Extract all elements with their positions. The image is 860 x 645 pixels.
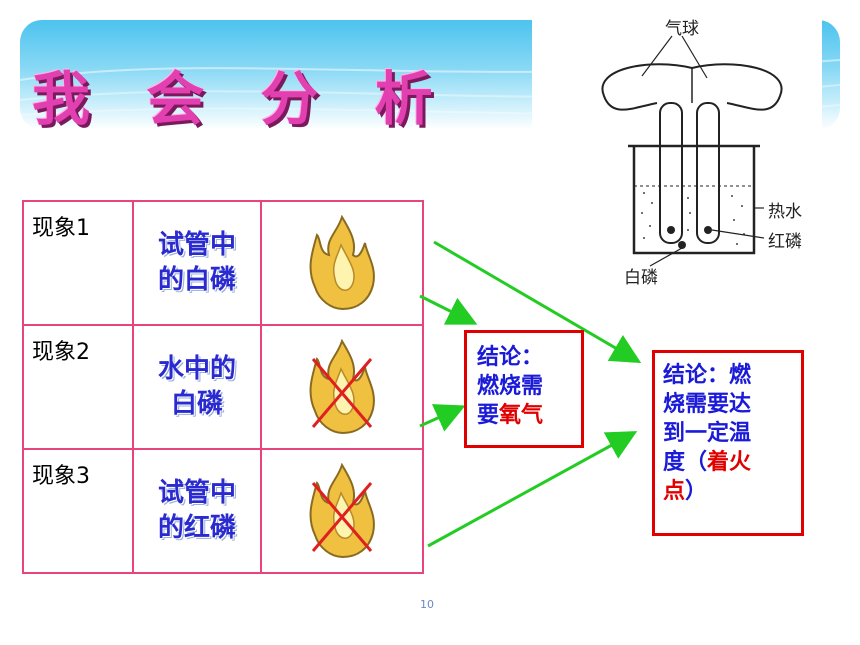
arrow-row3-to-conclusion2 [427, 431, 638, 548]
arrow-row1-to-conclusion1 [419, 294, 478, 325]
row-label: 现象1 [32, 216, 90, 241]
sample-cell: 试管中的红磷 [132, 448, 262, 574]
result-cell [260, 200, 424, 326]
row-label-cell: 现象2 [22, 324, 134, 450]
conclusion-line: 燃烧需 [477, 374, 544, 400]
conclusion-line: 结论：燃 [663, 363, 752, 388]
apparatus-diagram: 气球 热水 红磷 白磷 [532, 8, 822, 293]
conclusion-line: ） [685, 479, 708, 505]
conclusion-oxygen-box: 结论： 燃烧需 要氧气 [464, 330, 584, 448]
sample-line: 的白磷 [157, 265, 236, 295]
flame-icon [309, 215, 375, 311]
row-label: 现象2 [32, 340, 90, 365]
crossed-flame-icon [309, 339, 375, 435]
conclusion-line: 结论： [477, 345, 544, 370]
page-number: 10 [420, 598, 434, 611]
sample-line: 水中的 [157, 353, 236, 384]
sample-line: 试管中 [157, 229, 236, 260]
row-label-cell: 现象3 [22, 448, 134, 574]
label-balloon: 气球 [665, 19, 699, 39]
sample-cell: 水中的白磷 [132, 324, 262, 450]
observation-table: 现象1 试管中的白磷 现象2 水中的白磷 现象3 试管中的红磷 [22, 200, 424, 574]
label-red-phosphorus: 红磷 [768, 232, 802, 252]
crossed-flame-icon [309, 463, 375, 559]
conclusion-line: 到一定温 [663, 421, 752, 447]
conclusion-line: 要 [477, 403, 500, 429]
result-cell [260, 448, 424, 574]
row-label: 现象3 [32, 464, 90, 489]
sample-line: 的红磷 [157, 513, 236, 543]
conclusion-line: 烧需要达 [663, 392, 752, 418]
beaker-test-tubes-illustration [601, 35, 783, 267]
table-row: 现象2 水中的白磷 [22, 324, 424, 450]
conclusion-temperature-box: 结论：燃 烧需要达 到一定温 度（着火 点） [652, 350, 804, 536]
conclusion-line: 度（ [663, 450, 708, 476]
sample-line: 白磷 [170, 389, 223, 419]
arrow-row2-to-conclusion1 [419, 404, 466, 432]
table-row: 现象1 试管中的白磷 [22, 200, 424, 326]
page-title: 我 会 分 析 [32, 65, 451, 133]
row-label-cell: 现象1 [22, 200, 134, 326]
highlight-ignition: 着火 [707, 450, 752, 476]
label-white-phosphorus: 白磷 [624, 268, 658, 288]
sample-line: 试管中 [157, 477, 236, 508]
result-cell [260, 324, 424, 450]
table-row: 现象3 试管中的红磷 [22, 448, 424, 574]
sample-cell: 试管中的白磷 [132, 200, 262, 326]
arrow-row1-to-conclusion2 [433, 240, 642, 364]
highlight-oxygen: 氧气 [499, 403, 544, 429]
label-hot-water: 热水 [768, 202, 802, 222]
highlight-point: 点 [663, 479, 686, 505]
